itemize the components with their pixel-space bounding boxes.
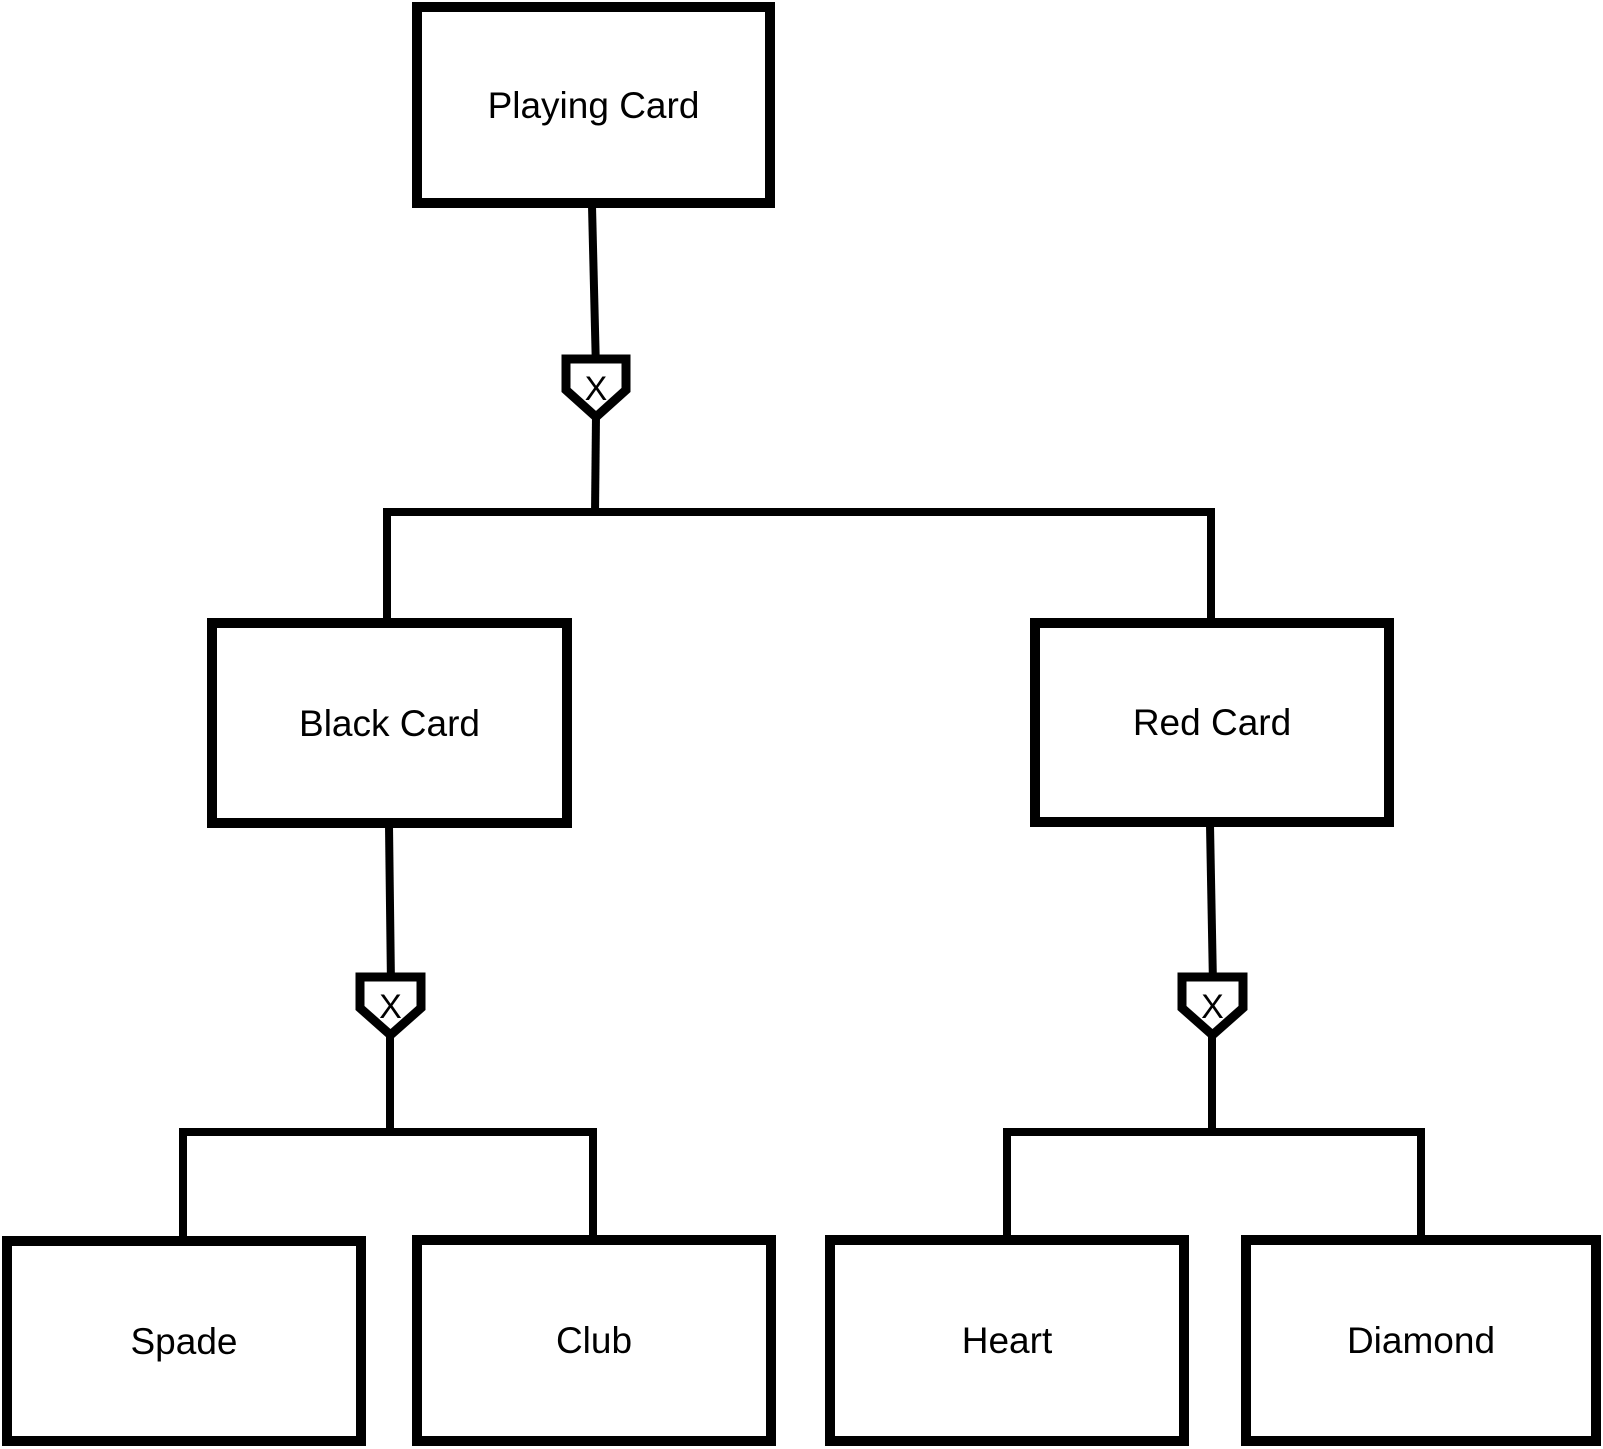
xor-label: X (379, 988, 402, 1026)
node-heart: Heart (825, 1235, 1189, 1446)
node-spade-label: Spade (130, 1320, 238, 1362)
xor-label: X (1201, 988, 1224, 1026)
xor-pentagon-icon (355, 972, 426, 1042)
edge-playingcard-to-xor (588, 205, 600, 371)
xor-marker-right: X (1177, 972, 1248, 1042)
node-diamond: Diamond (1241, 1235, 1601, 1446)
node-playing-card-label: Playing Card (487, 84, 700, 126)
xor-pentagon-icon (1177, 972, 1248, 1042)
xor-marker-left: X (355, 972, 426, 1042)
xor-pentagon-icon (561, 354, 631, 424)
edge-redcard-to-xor (1206, 824, 1217, 986)
xor-label: X (585, 370, 608, 408)
node-heart-label: Heart (961, 1320, 1053, 1361)
xor-marker-top: X (561, 354, 631, 424)
edge-branch-top (383, 508, 1215, 622)
node-red-card: Red Card (1030, 618, 1394, 827)
node-diamond-label: Diamond (1346, 1320, 1496, 1361)
edge-branch-left (179, 1128, 597, 1240)
edge-branch-right (1003, 1128, 1425, 1240)
node-red-card-label: Red Card (1132, 702, 1292, 743)
edge-blackcard-to-xor (385, 825, 395, 986)
node-black-card-label: Black Card (299, 702, 480, 744)
node-black-card: Black Card (207, 618, 572, 828)
node-playing-card: Playing Card (412, 2, 775, 208)
node-club-label: Club (555, 1320, 633, 1361)
node-club: Club (412, 1235, 776, 1446)
node-spade: Spade (2, 1236, 366, 1446)
edge-xor-to-branch-top (591, 415, 600, 515)
